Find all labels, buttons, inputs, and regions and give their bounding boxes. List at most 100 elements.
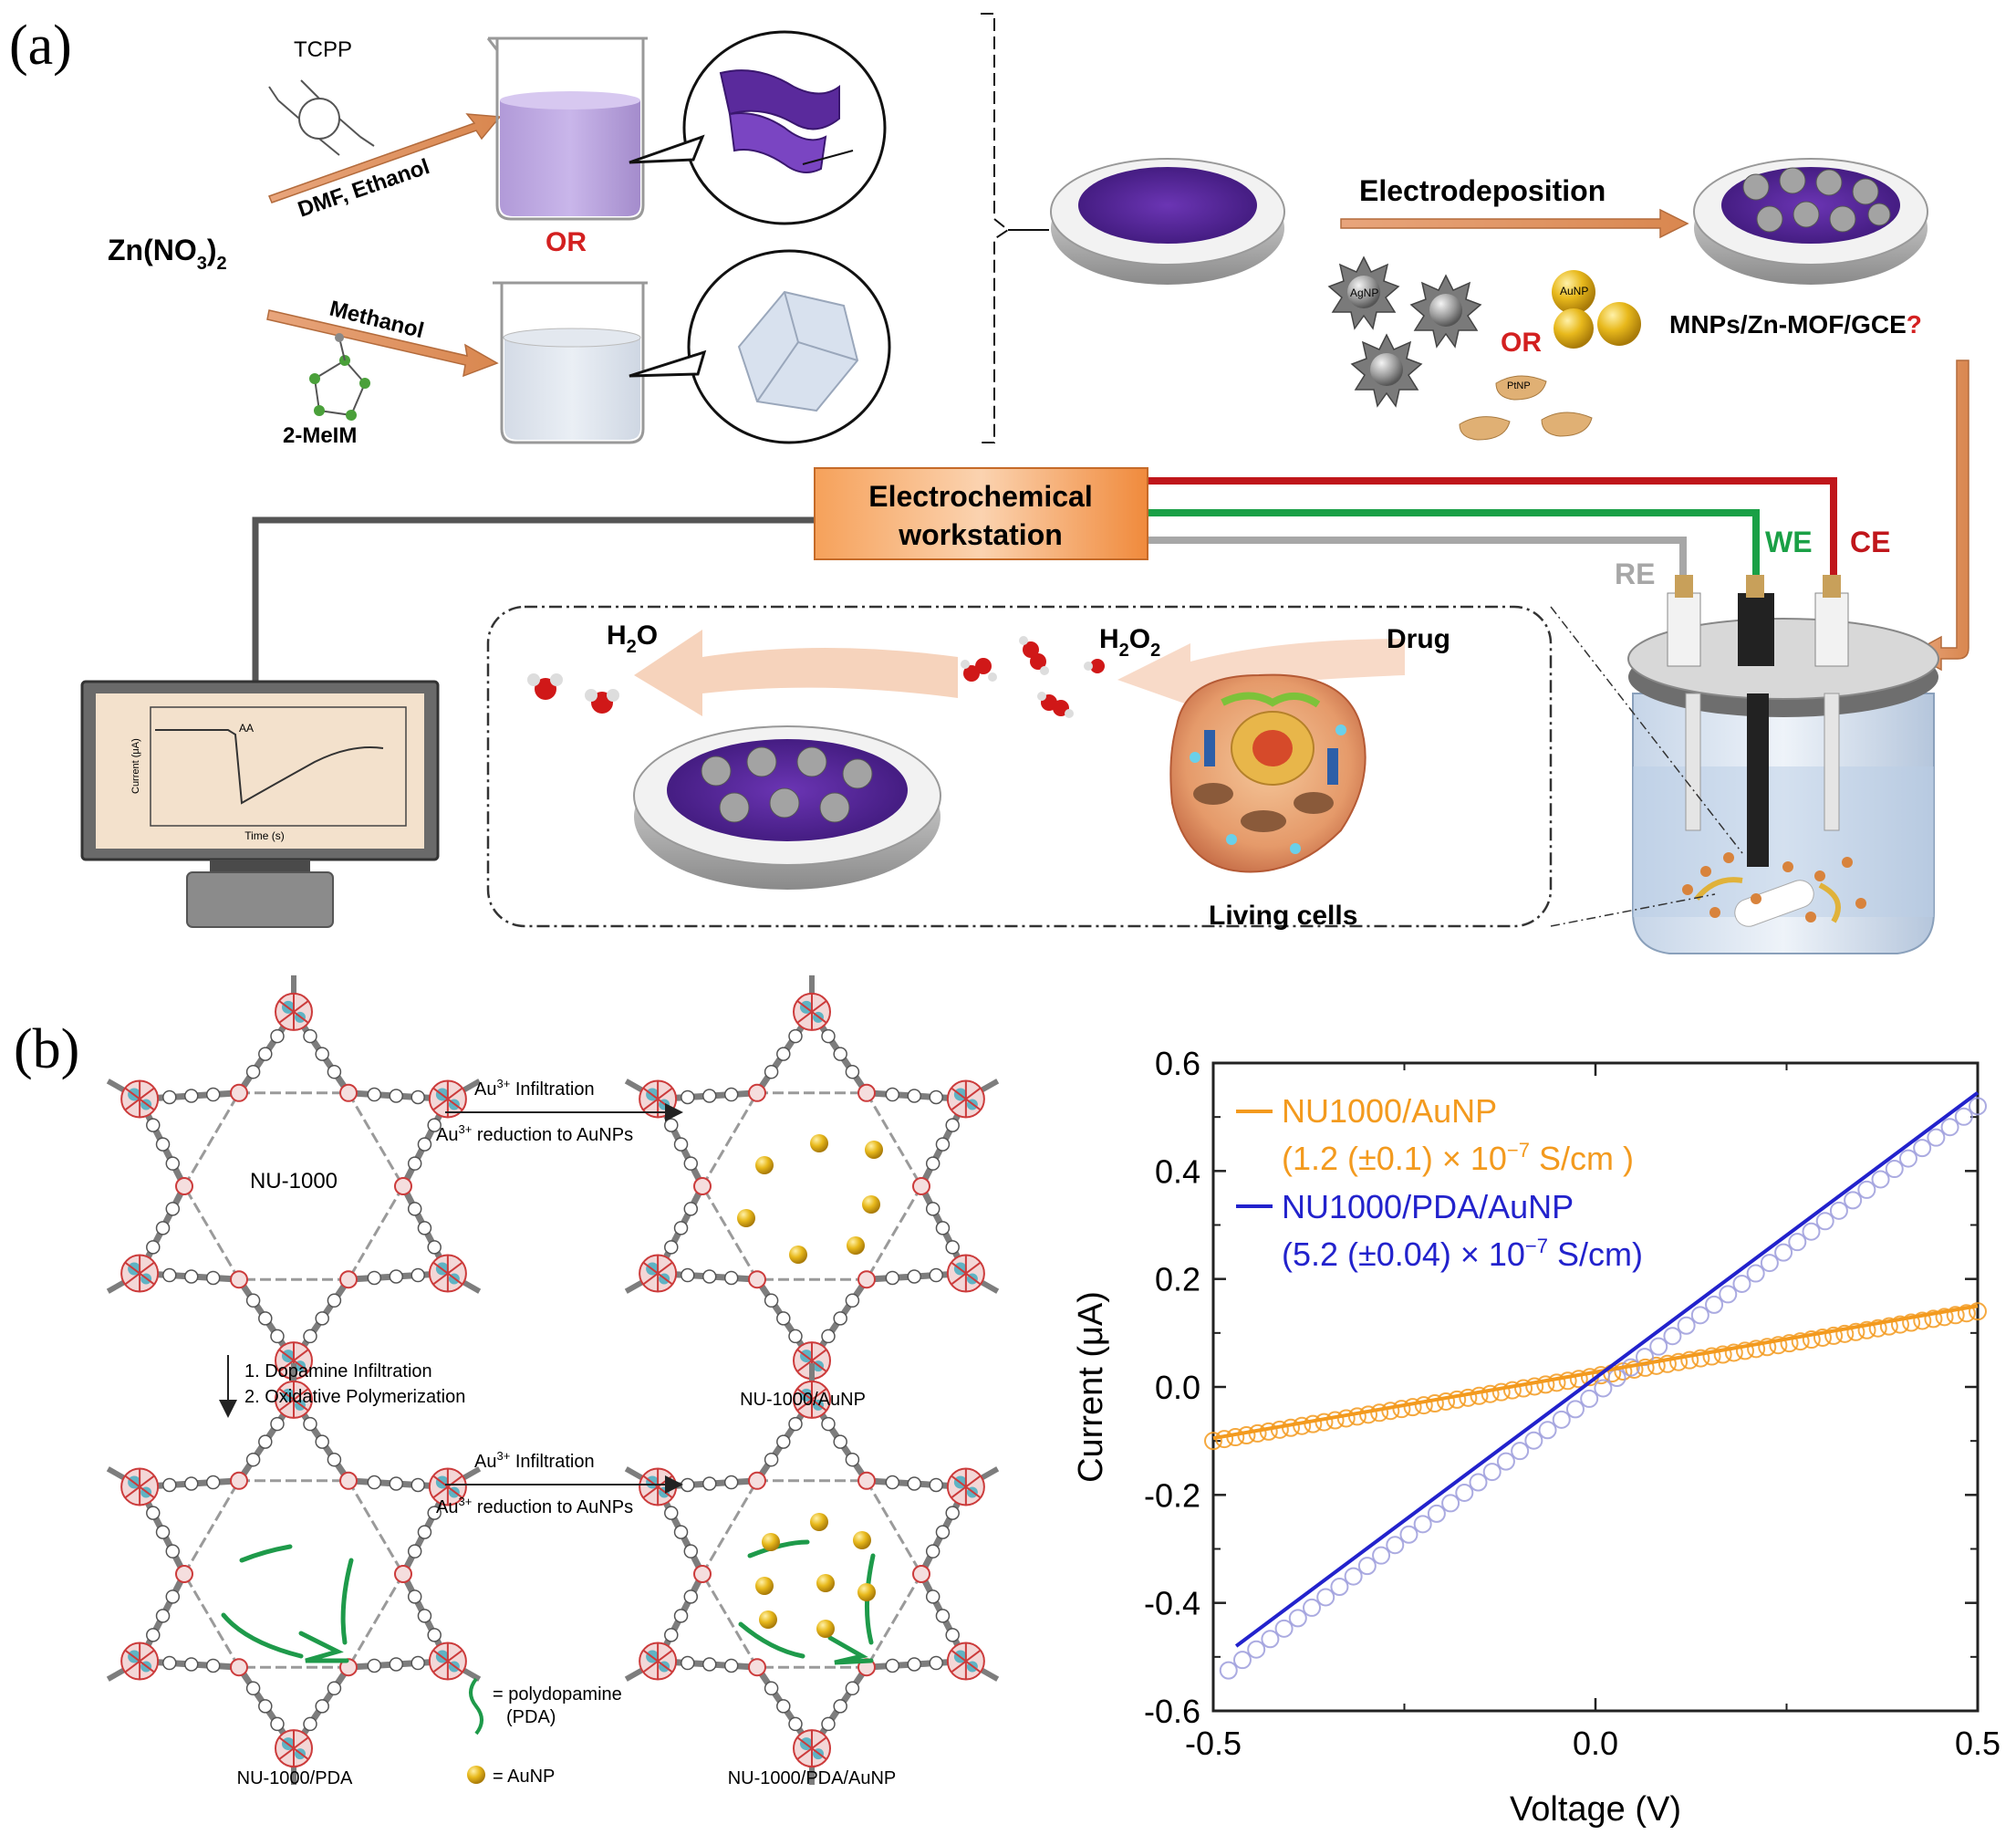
data-point-series-1 bbox=[1370, 1403, 1389, 1423]
zr-node bbox=[428, 1254, 467, 1293]
framework-joint bbox=[693, 1177, 712, 1195]
framework-joint bbox=[857, 1471, 876, 1490]
linker-ring bbox=[389, 1269, 404, 1284]
linker-ring bbox=[925, 1202, 940, 1216]
framework-pore-edge bbox=[865, 1092, 923, 1187]
data-point-series-2 bbox=[1885, 1160, 1904, 1179]
framework-joint bbox=[748, 1083, 766, 1102]
y-tick-label: 0.2 bbox=[1155, 1261, 1200, 1298]
pda-strands-bl bbox=[221, 1544, 354, 1663]
process-arrow-top: Au3+ Infiltration Au3+ reduction to AuNP… bbox=[436, 1077, 683, 1145]
data-point-series-1 bbox=[1879, 1317, 1898, 1336]
linker-ring bbox=[270, 1416, 285, 1432]
linker-ring bbox=[673, 1137, 689, 1152]
legend-pda-line2: (PDA) bbox=[506, 1707, 556, 1727]
drug-label: Drug bbox=[1387, 624, 1450, 654]
h2o-molecules bbox=[527, 673, 619, 714]
data-point-series-2 bbox=[1815, 1212, 1834, 1231]
bottom-infiltration-label: Au3+ Infiltration bbox=[474, 1449, 595, 1472]
framework-joint bbox=[175, 1565, 193, 1583]
x-tick-label: 0.0 bbox=[1573, 1725, 1618, 1762]
framework-joint bbox=[748, 1658, 766, 1677]
linker-ring bbox=[162, 1655, 177, 1671]
mnps-electrode-disc bbox=[1693, 158, 1928, 285]
linker-ring bbox=[327, 1293, 342, 1308]
zn-mof-electrode-disc bbox=[1050, 158, 1285, 285]
linker-ring bbox=[907, 1269, 922, 1284]
top-infiltration-label: Au3+ Infiltration bbox=[474, 1077, 595, 1100]
grouping-bracket bbox=[981, 13, 1010, 443]
or-top-label: OR bbox=[546, 227, 587, 257]
linker-ring bbox=[315, 1311, 329, 1326]
linker-ring bbox=[885, 1270, 900, 1286]
monitor-annotation: AA bbox=[239, 722, 254, 735]
framework-pore-edge bbox=[701, 1480, 759, 1575]
linker-ring bbox=[845, 1681, 860, 1696]
data-point-series-1 bbox=[1824, 1326, 1844, 1345]
linker-ring bbox=[146, 1506, 161, 1520]
linker-ring bbox=[701, 1269, 717, 1284]
linker-ring bbox=[165, 1590, 181, 1604]
tcpp-label: TCPP bbox=[294, 37, 352, 62]
label-nu1000-pda-aunp: NU-1000/PDA/AuNP bbox=[728, 1768, 897, 1788]
zr-node bbox=[639, 1254, 678, 1293]
linker-ring bbox=[833, 1434, 847, 1449]
zr-node bbox=[120, 1079, 160, 1119]
framework-pore-edge bbox=[182, 1185, 241, 1280]
data-point-series-1 bbox=[1625, 1360, 1644, 1379]
zr-node bbox=[120, 1467, 160, 1506]
panel-b-label: (b) bbox=[14, 1018, 79, 1080]
panel-b: (b) NU-1000 bbox=[14, 975, 2000, 1829]
zoom-pointer-lines bbox=[1550, 606, 1743, 927]
aunp-particles-tr bbox=[737, 1134, 883, 1264]
data-point-series-2 bbox=[1219, 1661, 1238, 1680]
data-point-series-2 bbox=[1719, 1285, 1738, 1304]
data-point-series-1 bbox=[1724, 1343, 1743, 1362]
zr-node bbox=[639, 1642, 678, 1681]
linker-ring bbox=[367, 1475, 382, 1490]
data-point-series-1 bbox=[1392, 1400, 1411, 1419]
beaker-clear bbox=[493, 281, 648, 444]
y-tick-label: -0.6 bbox=[1144, 1693, 1200, 1730]
framework-pore-edge bbox=[347, 1573, 405, 1668]
bottom-reduction-label: Au3+ reduction to AuNPs bbox=[436, 1495, 633, 1517]
zr-node bbox=[275, 992, 313, 1031]
linker-ring bbox=[664, 1628, 679, 1642]
linker-ring bbox=[146, 1240, 161, 1255]
linker-ring bbox=[258, 1699, 273, 1714]
linker-ring bbox=[407, 1544, 422, 1558]
linker-ring bbox=[764, 1681, 779, 1696]
linker-ring bbox=[929, 1655, 943, 1671]
linker-ring bbox=[410, 1267, 425, 1283]
framework-joint bbox=[748, 1270, 766, 1289]
linker-ring bbox=[935, 1609, 951, 1623]
data-point-series-1 bbox=[1747, 1339, 1766, 1359]
data-point-series-2 bbox=[1372, 1546, 1391, 1565]
framework-joint bbox=[394, 1565, 412, 1583]
linker-ring bbox=[821, 1028, 836, 1044]
data-point-series-1 bbox=[1259, 1422, 1278, 1441]
aunp-cluster: AuNP bbox=[1552, 270, 1641, 349]
nu1000-framework-pristine bbox=[106, 975, 482, 1398]
data-point-series-2 bbox=[1760, 1254, 1779, 1273]
or-np-label: OR bbox=[1501, 328, 1542, 358]
data-point-series-2 bbox=[1482, 1463, 1502, 1482]
process-arrow-down: 1. Dopamine Infiltration 2. Oxidative Po… bbox=[219, 1355, 465, 1418]
linker-ring bbox=[764, 1293, 779, 1308]
linker-ring bbox=[245, 1064, 261, 1079]
linker-ring bbox=[183, 1657, 199, 1672]
step2-label: 2. Oxidative Polymerization bbox=[244, 1387, 465, 1407]
linker-ring bbox=[146, 1118, 161, 1132]
linker-ring bbox=[776, 1311, 791, 1326]
data-point-series-1 bbox=[1448, 1390, 1467, 1409]
linker-ring bbox=[723, 1658, 739, 1673]
linker-ring bbox=[162, 1267, 177, 1283]
linker-ring bbox=[155, 1525, 171, 1539]
linker-ring bbox=[417, 1137, 432, 1152]
linker-ring bbox=[945, 1506, 960, 1520]
zr-node bbox=[946, 1254, 985, 1293]
linker-ring bbox=[389, 1476, 404, 1491]
linker-ring bbox=[907, 1657, 922, 1672]
